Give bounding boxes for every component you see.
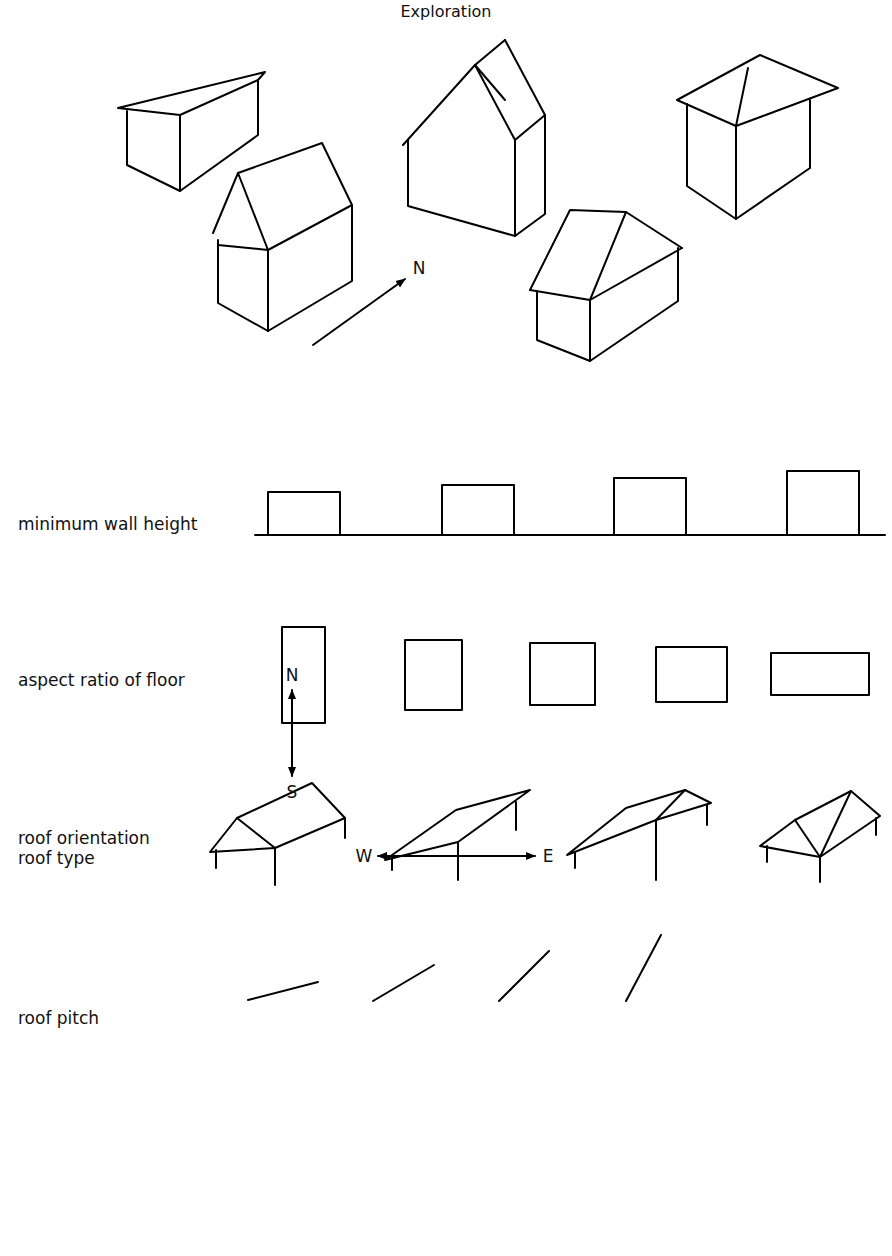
aspect-ratio-samples [282, 627, 869, 723]
compass-label: N [286, 665, 299, 685]
row-label: roof orientation [18, 828, 150, 848]
orientation-arrows [292, 690, 535, 856]
compass-label: S [287, 782, 298, 802]
roof-type-samples [210, 783, 880, 885]
north-arrow [313, 279, 405, 345]
compass-label: E [543, 846, 554, 866]
gable-house [403, 40, 545, 236]
diagram-title: Exploration [401, 2, 492, 22]
row-label: aspect ratio of floor [18, 670, 185, 690]
compass-label: N [413, 258, 426, 278]
shed-roof-house [118, 72, 265, 191]
row-label: roof type [18, 848, 95, 868]
roof-pitch-samples [248, 935, 661, 1001]
row-label: minimum wall height [18, 514, 197, 534]
gable-house [530, 210, 682, 361]
wall-height-samples [255, 471, 885, 535]
row-label: roof pitch [18, 1008, 99, 1028]
hip-roof-house [677, 55, 838, 219]
gable-house [213, 143, 352, 331]
compass-label: W [356, 846, 373, 866]
